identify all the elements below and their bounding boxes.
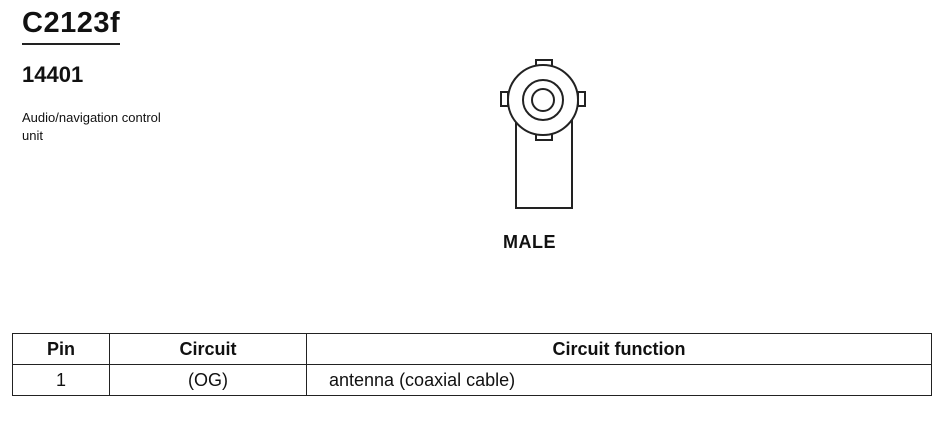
table-header-row: Pin Circuit Circuit function — [12, 333, 932, 365]
cell-circuit-function: antenna (coaxial cable) — [306, 364, 932, 396]
cell-pin: 1 — [12, 364, 110, 396]
header-pin: Pin — [12, 333, 110, 365]
pinout-table: Pin Circuit Circuit function 1 (OG) ante… — [12, 333, 932, 396]
header-circuit: Circuit — [109, 333, 307, 365]
connector-body — [515, 110, 573, 209]
connector-id: C2123f — [22, 6, 121, 45]
table-row: 1 (OG) antenna (coaxial cable) — [12, 364, 932, 396]
part-number: 14401 — [22, 62, 84, 87]
connector-tab-left — [500, 91, 509, 107]
connector-center-pin — [531, 88, 555, 112]
connector-tab-right — [577, 91, 586, 107]
coaxial-connector-drawing — [500, 59, 586, 209]
cell-circuit: (OG) — [109, 364, 307, 396]
component-description: Audio/navigation control unit — [22, 110, 161, 143]
header-circuit-function: Circuit function — [306, 333, 932, 365]
connector-gender-label: MALE — [503, 232, 556, 252]
